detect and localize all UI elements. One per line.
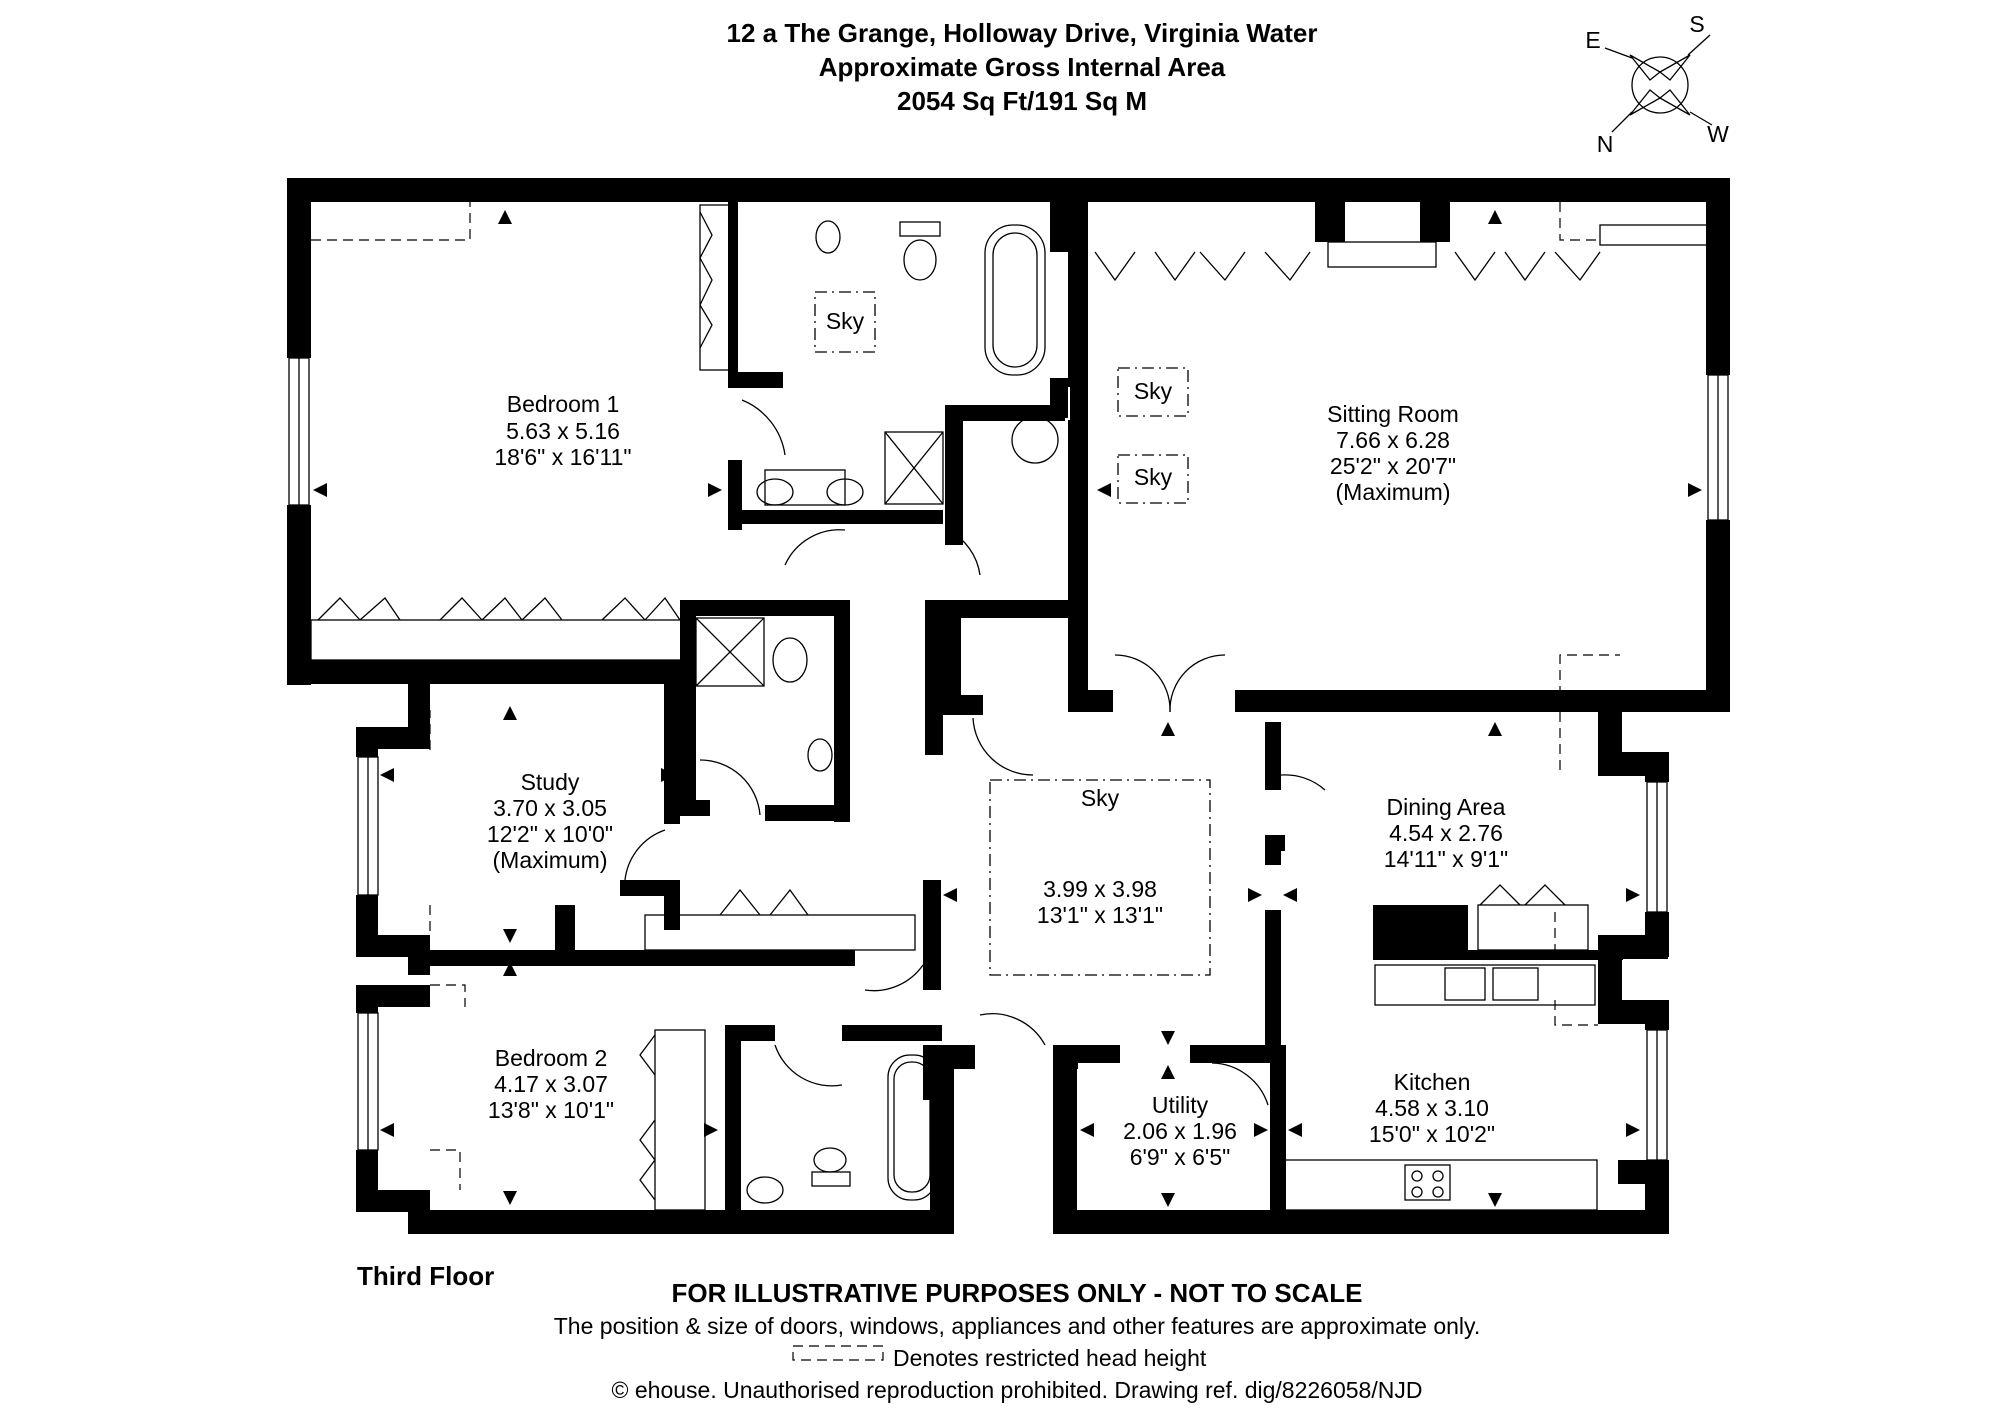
skylights	[814, 291, 1211, 976]
exterior-walls	[287, 178, 1730, 1234]
room-name: Study	[521, 769, 580, 795]
legend-text: Denotes restricted head height	[893, 1345, 1207, 1371]
room-metric: 4.17 x 3.07	[494, 1071, 608, 1097]
approximate-note: The position & size of doors, windows, a…	[554, 1313, 1480, 1339]
room-metric: 7.66 x 6.28	[1336, 427, 1450, 453]
room-name: Bedroom 2	[495, 1045, 608, 1071]
room-note: (Maximum)	[1336, 479, 1451, 505]
room-dining-area: Dining Area 4.54 x 2.76 14'11" x 9'1"	[1384, 794, 1508, 872]
doors	[624, 399, 1326, 1106]
landing-sky-label: Sky	[1081, 785, 1120, 811]
room-imperial: 6'9" x 6'5"	[1130, 1144, 1231, 1170]
compass-s-label: S	[1689, 11, 1704, 37]
restricted-head-height-lines	[311, 202, 1620, 1190]
room-imperial: 14'11" x 9'1"	[1384, 846, 1508, 872]
compass-n-label: N	[1597, 131, 1614, 157]
compass-w-label: W	[1707, 121, 1729, 147]
room-landing: 3.99 x 3.98 13'1" x 13'1"	[1037, 876, 1163, 928]
address-title: 12 a The Grange, Holloway Drive, Virgini…	[727, 18, 1318, 48]
room-kitchen: Kitchen 4.58 x 3.10 15'0" x 10'2"	[1369, 1069, 1495, 1147]
floor-label: Third Floor	[357, 1261, 494, 1291]
compass-e-label: E	[1585, 27, 1600, 53]
room-utility: Utility 2.06 x 1.96 6'9" x 6'5"	[1123, 1092, 1237, 1170]
room-metric: 4.54 x 2.76	[1389, 820, 1503, 846]
sitting-sky-label-2: Sky	[1134, 464, 1173, 490]
room-name: Dining Area	[1387, 794, 1506, 820]
room-metric: 5.63 x 5.16	[506, 418, 620, 444]
legend-dashed-symbol	[792, 1345, 884, 1361]
room-imperial: 15'0" x 10'2"	[1369, 1121, 1495, 1147]
disclaimer-text: FOR ILLUSTRATIVE PURPOSES ONLY - NOT TO …	[672, 1278, 1363, 1308]
room-bedroom-1: Bedroom 1 5.63 x 5.16 18'6" x 16'11"	[494, 391, 631, 470]
room-bedroom-2: Bedroom 2 4.17 x 3.07 13'8" x 10'1"	[488, 1045, 614, 1123]
dimension-arrows	[313, 210, 1702, 1207]
fittings	[310, 204, 1601, 1211]
room-imperial: 18'6" x 16'11"	[494, 444, 631, 470]
room-imperial: 25'2" x 20'7"	[1330, 453, 1456, 479]
room-name: Sitting Room	[1327, 401, 1459, 427]
room-metric: 3.99 x 3.98	[1043, 876, 1157, 902]
room-name: Kitchen	[1394, 1069, 1471, 1095]
area-value: 2054 Sq Ft/191 Sq M	[897, 86, 1147, 116]
room-metric: 3.70 x 3.05	[493, 795, 607, 821]
ensuite-sky-label: Sky	[826, 308, 865, 334]
room-imperial: 13'8" x 10'1"	[488, 1097, 614, 1123]
room-metric: 2.06 x 1.96	[1123, 1118, 1237, 1144]
sitting-sky-label-1: Sky	[1134, 378, 1173, 404]
room-name: Bedroom 1	[507, 391, 620, 417]
area-label: Approximate Gross Internal Area	[819, 52, 1226, 82]
copyright-text: © ehouse. Unauthorised reproduction proh…	[612, 1377, 1423, 1403]
room-name: Utility	[1152, 1092, 1209, 1118]
compass-icon	[1604, 34, 1713, 133]
interior-walls	[430, 202, 1623, 1210]
windows	[288, 202, 1729, 1161]
room-imperial: 13'1" x 13'1"	[1037, 902, 1163, 928]
room-sitting-room: Sitting Room 7.66 x 6.28 25'2" x 20'7" (…	[1327, 401, 1459, 505]
room-note: (Maximum)	[493, 847, 608, 873]
room-imperial: 12'2" x 10'0"	[487, 821, 613, 847]
room-study: Study 3.70 x 3.05 12'2" x 10'0" (Maximum…	[487, 769, 613, 873]
sanitaryware	[695, 220, 1539, 1204]
room-metric: 4.58 x 3.10	[1375, 1095, 1489, 1121]
